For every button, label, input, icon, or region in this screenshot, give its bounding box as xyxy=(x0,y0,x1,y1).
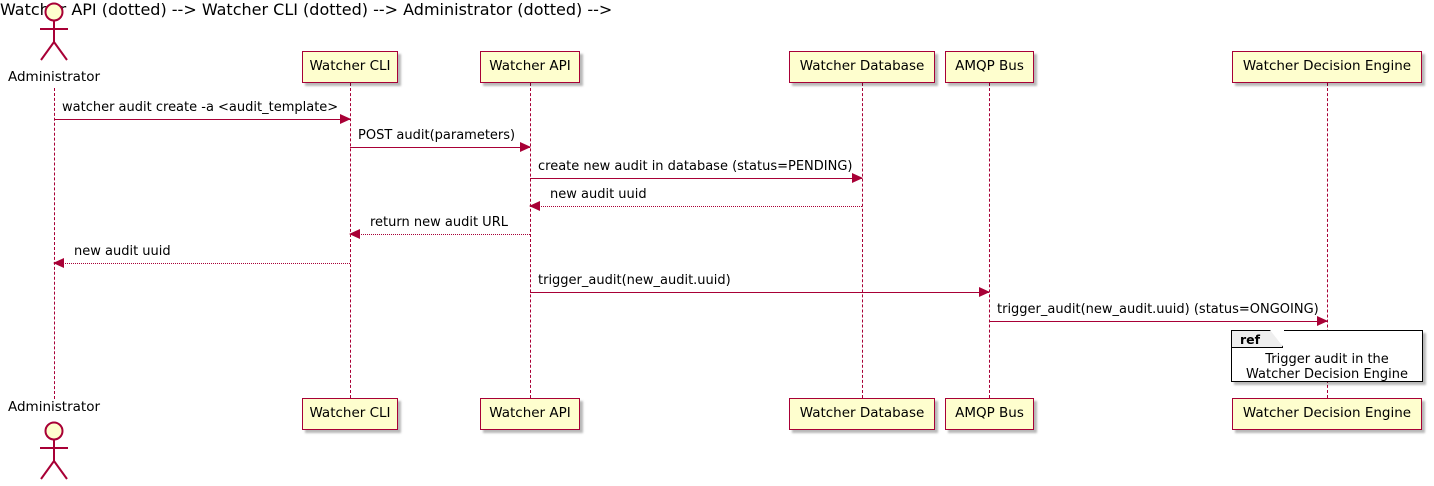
participant-watcher-cli-bottom[interactable]: Watcher CLI xyxy=(302,398,398,430)
lifeline-amqp-bus xyxy=(989,83,990,398)
lifeline-watcher-cli xyxy=(350,83,351,398)
arrowhead-left-icon xyxy=(529,201,540,211)
participant-amqp-bus-bottom[interactable]: AMQP Bus xyxy=(945,398,1034,430)
actor-administrator-top-label: Administrator xyxy=(7,69,101,85)
ref-fragment-keyword: ref xyxy=(1232,329,1284,348)
participant-watcher-api-bottom-label: Watcher API xyxy=(489,405,571,422)
actor-administrator-bottom xyxy=(31,420,77,482)
actor-administrator-bottom-label: Administrator xyxy=(7,399,101,415)
arrowhead-right-icon xyxy=(520,142,531,152)
ref-fragment[interactable]: ref Trigger audit in the Watcher Decisio… xyxy=(1231,329,1423,382)
message-line xyxy=(530,178,862,179)
actor-administrator-top xyxy=(31,2,77,62)
message-label: POST audit(parameters) xyxy=(358,128,516,143)
message-label: create new audit in database (status=PEN… xyxy=(538,159,853,174)
participant-watcher-database-top[interactable]: Watcher Database xyxy=(789,51,935,83)
participant-watcher-database-bottom-label: Watcher Database xyxy=(799,405,925,422)
arrowhead-right-icon xyxy=(340,114,351,124)
participant-watcher-cli-top[interactable]: Watcher CLI xyxy=(302,51,398,83)
participant-watcher-database-top-label: Watcher Database xyxy=(799,58,925,75)
ref-fragment-line-2: Watcher Decision Engine xyxy=(1246,367,1408,382)
message-line xyxy=(530,206,862,207)
participant-watcher-decision-engine-bottom-label: Watcher Decision Engine xyxy=(1242,405,1412,422)
message-label: return new audit URL xyxy=(370,215,508,230)
lifeline-administrator xyxy=(54,88,55,399)
message-line xyxy=(989,321,1327,322)
participant-watcher-cli-bottom-label: Watcher CLI xyxy=(309,405,391,422)
message-label: trigger_audit(new_audit.uuid) xyxy=(538,273,731,288)
lifeline-watcher-api xyxy=(530,83,531,398)
message-label: watcher audit create -a <audit_template> xyxy=(62,100,339,115)
participant-watcher-api-bottom[interactable]: Watcher API xyxy=(480,398,580,430)
arrowhead-right-icon xyxy=(1317,316,1328,326)
participant-watcher-decision-engine-top[interactable]: Watcher Decision Engine xyxy=(1232,51,1422,83)
message-line xyxy=(350,147,530,148)
message-line xyxy=(54,263,350,264)
participant-watcher-decision-engine-bottom[interactable]: Watcher Decision Engine xyxy=(1232,398,1422,430)
participant-amqp-bus-top-label: AMQP Bus xyxy=(955,58,1024,75)
participant-watcher-api-top-label: Watcher API xyxy=(489,58,571,75)
message-line xyxy=(350,234,530,235)
participant-amqp-bus-bottom-label: AMQP Bus xyxy=(955,405,1024,422)
message-line xyxy=(54,119,350,120)
arrowhead-right-icon xyxy=(979,287,990,297)
arrowhead-left-icon xyxy=(349,229,360,239)
participant-watcher-database-bottom[interactable]: Watcher Database xyxy=(789,398,935,430)
lifeline-watcher-decision-engine xyxy=(1327,83,1328,398)
lifeline-watcher-database xyxy=(862,83,863,398)
participant-watcher-cli-top-label: Watcher CLI xyxy=(309,58,391,75)
arrowhead-left-icon xyxy=(53,258,64,268)
participant-amqp-bus-top[interactable]: AMQP Bus xyxy=(945,51,1034,83)
message-label: new audit uuid xyxy=(550,187,647,202)
participant-watcher-decision-engine-top-label: Watcher Decision Engine xyxy=(1242,58,1412,75)
participant-watcher-api-top[interactable]: Watcher API xyxy=(480,51,580,83)
message-label: new audit uuid xyxy=(74,244,171,259)
message-line xyxy=(530,292,989,293)
ref-fragment-line-1: Trigger audit in the xyxy=(1265,352,1389,367)
ref-fragment-body: Trigger audit in the Watcher Decision En… xyxy=(1232,352,1422,382)
message-label: trigger_audit(new_audit.uuid) (status=ON… xyxy=(997,302,1319,317)
arrowhead-right-icon xyxy=(852,173,863,183)
